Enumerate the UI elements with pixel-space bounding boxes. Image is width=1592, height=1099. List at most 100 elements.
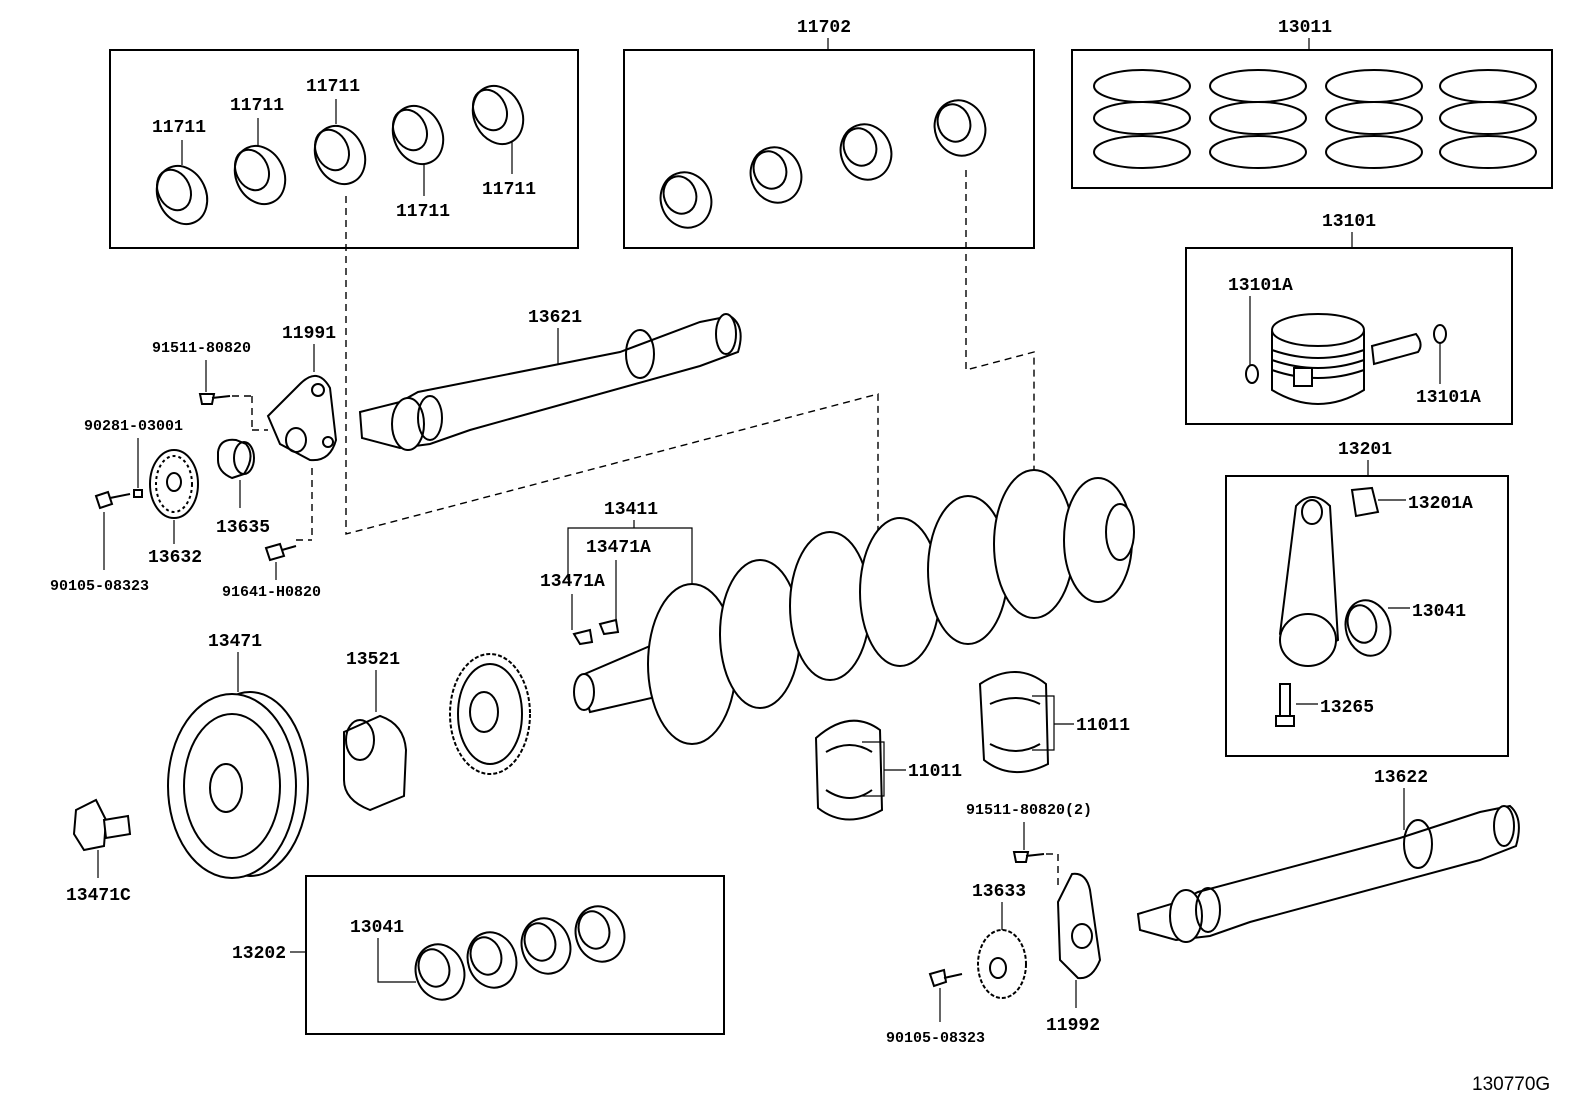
key-2 (598, 618, 620, 636)
label-11711-e[interactable]: 11711 (482, 180, 536, 200)
label-90281-03001[interactable]: 90281-03001 (84, 418, 183, 435)
label-11011-upper[interactable]: 11011 (1076, 716, 1130, 736)
label-13101A-left[interactable]: 13101A (1228, 276, 1293, 296)
lower-bearing-box (623, 49, 1035, 249)
bearing-shell-4 (391, 104, 445, 166)
label-11711-a[interactable]: 11711 (152, 118, 206, 138)
conrod-box (1225, 475, 1509, 757)
pulley-bolt: 13471C (66, 798, 132, 906)
sprocket (449, 653, 531, 775)
bolt-91641 (264, 542, 297, 562)
crank-pulley: 13471 (167, 632, 309, 879)
label-11992[interactable]: 11992 (1046, 1016, 1100, 1036)
conrod-bushing (1350, 486, 1380, 518)
conrod-bolt (1279, 683, 1291, 717)
label-91511-80820[interactable]: 91511-80820 (152, 340, 251, 357)
balance-shaft-1: 13621 (358, 308, 742, 451)
label-13635[interactable]: 13635 (216, 518, 270, 538)
label-91511-80820-2[interactable]: 91511-80820(2) (966, 802, 1092, 819)
label-13202[interactable]: 13202 (232, 944, 286, 964)
label-11991[interactable]: 11991 (282, 324, 336, 344)
label-13201A[interactable]: 13201A (1408, 494, 1473, 514)
snap-ring-right (1433, 324, 1447, 344)
label-13471[interactable]: 13471 (208, 632, 262, 652)
piston-box (1185, 247, 1513, 425)
bolt-90105-left (94, 490, 131, 510)
label-13101A-right[interactable]: 13101A (1416, 388, 1481, 408)
gear-13632 (149, 449, 199, 519)
label-13411[interactable]: 13411 (604, 500, 658, 520)
housing-11991 (266, 375, 338, 462)
ring-set-2 (1209, 69, 1307, 169)
conrod-big-end (1279, 613, 1337, 667)
label-90105-08323-right[interactable]: 90105-08323 (886, 1030, 985, 1047)
bush-13635 (217, 438, 255, 480)
snap-ring-left (1245, 364, 1259, 384)
label-11711-c[interactable]: 11711 (306, 77, 360, 97)
set-bearing-2 (466, 931, 518, 989)
label-13521[interactable]: 13521 (346, 650, 400, 670)
piston-ring-group: 13011 (1071, 18, 1553, 189)
label-13201[interactable]: 13201 (1338, 440, 1392, 460)
thrust-washer-lower (814, 719, 884, 821)
upper-main-bearing-group: 11711 11711 11711 11711 11711 (109, 49, 579, 249)
label-13632[interactable]: 13632 (148, 548, 202, 568)
conrod-bearing-shell (1344, 599, 1392, 657)
lower-bearing-4 (933, 99, 987, 157)
lower-bearing-1 (659, 171, 713, 229)
ring-set-3 (1325, 69, 1423, 169)
label-11702[interactable]: 11702 (797, 18, 851, 38)
lower-bearing-2 (749, 146, 803, 204)
guide-lines (345, 170, 1035, 548)
label-13265[interactable]: 13265 (1320, 698, 1374, 718)
label-11711-d[interactable]: 11711 (396, 202, 450, 222)
label-91641-H0820[interactable]: 91641-H0820 (222, 584, 321, 601)
balance-drive-right: 91511-80820(2) 13633 11992 90105-08323 (886, 802, 1102, 1047)
bearing-set-box (305, 875, 725, 1035)
label-11711-b[interactable]: 11711 (230, 96, 284, 116)
label-13621[interactable]: 13621 (528, 308, 582, 328)
label-13041-set[interactable]: 13041 (350, 918, 404, 938)
piston-pin (1370, 332, 1422, 366)
thrust-washers: 11011 11011 (814, 671, 1130, 821)
bearing-shell-2 (233, 144, 287, 206)
lower-main-bearing-group: 11702 (623, 18, 1035, 249)
ring-set-4 (1439, 69, 1537, 169)
label-13101[interactable]: 13101 (1322, 212, 1376, 232)
figure-id: 130770G (1472, 1074, 1550, 1095)
upper-bearing-box (109, 49, 579, 249)
label-13041-rod[interactable]: 13041 (1412, 602, 1466, 622)
set-bearing-3 (520, 917, 572, 975)
lower-bearing-3 (839, 123, 893, 181)
housing-11992 (1056, 872, 1102, 980)
crank-timing-gear: 13521 (343, 650, 408, 812)
bolt-90105-right (928, 968, 963, 988)
label-13633[interactable]: 13633 (972, 882, 1026, 902)
bolt-91511 (198, 393, 231, 405)
label-13471A-upper[interactable]: 13471A (586, 538, 651, 558)
thrust-washer-upper (978, 671, 1050, 774)
pin-90281 (133, 489, 143, 498)
piston-group: 13101 13101A 13101A (1185, 212, 1513, 425)
bolt-91511-right (1012, 851, 1045, 863)
label-90105-08323-left[interactable]: 90105-08323 (50, 578, 149, 595)
balance-shaft-2: 13622 (1136, 768, 1520, 943)
ring-box (1071, 49, 1553, 189)
set-bearing-4 (574, 905, 626, 963)
crankshaft: 13411 13471A 13471A (540, 469, 1135, 745)
bearing-shell-3 (313, 124, 367, 186)
set-bearing-1 (414, 943, 466, 1001)
conrod-group: 13201 13201A 13041 13265 (1225, 440, 1509, 757)
bolt-13471C (72, 798, 108, 852)
bearing-shell-1 (155, 164, 209, 226)
gear-13633 (977, 929, 1027, 999)
label-13011[interactable]: 13011 (1278, 18, 1332, 38)
ring-set-1 (1093, 69, 1191, 169)
label-13471C[interactable]: 13471C (66, 886, 131, 906)
label-11011-lower[interactable]: 11011 (908, 762, 962, 782)
label-13622[interactable]: 13622 (1374, 768, 1428, 788)
key-1 (572, 628, 594, 646)
balance-drive-left: 91511-80820 11991 90281-03001 90105-0832… (50, 324, 338, 601)
label-13471A-lower[interactable]: 13471A (540, 572, 605, 592)
